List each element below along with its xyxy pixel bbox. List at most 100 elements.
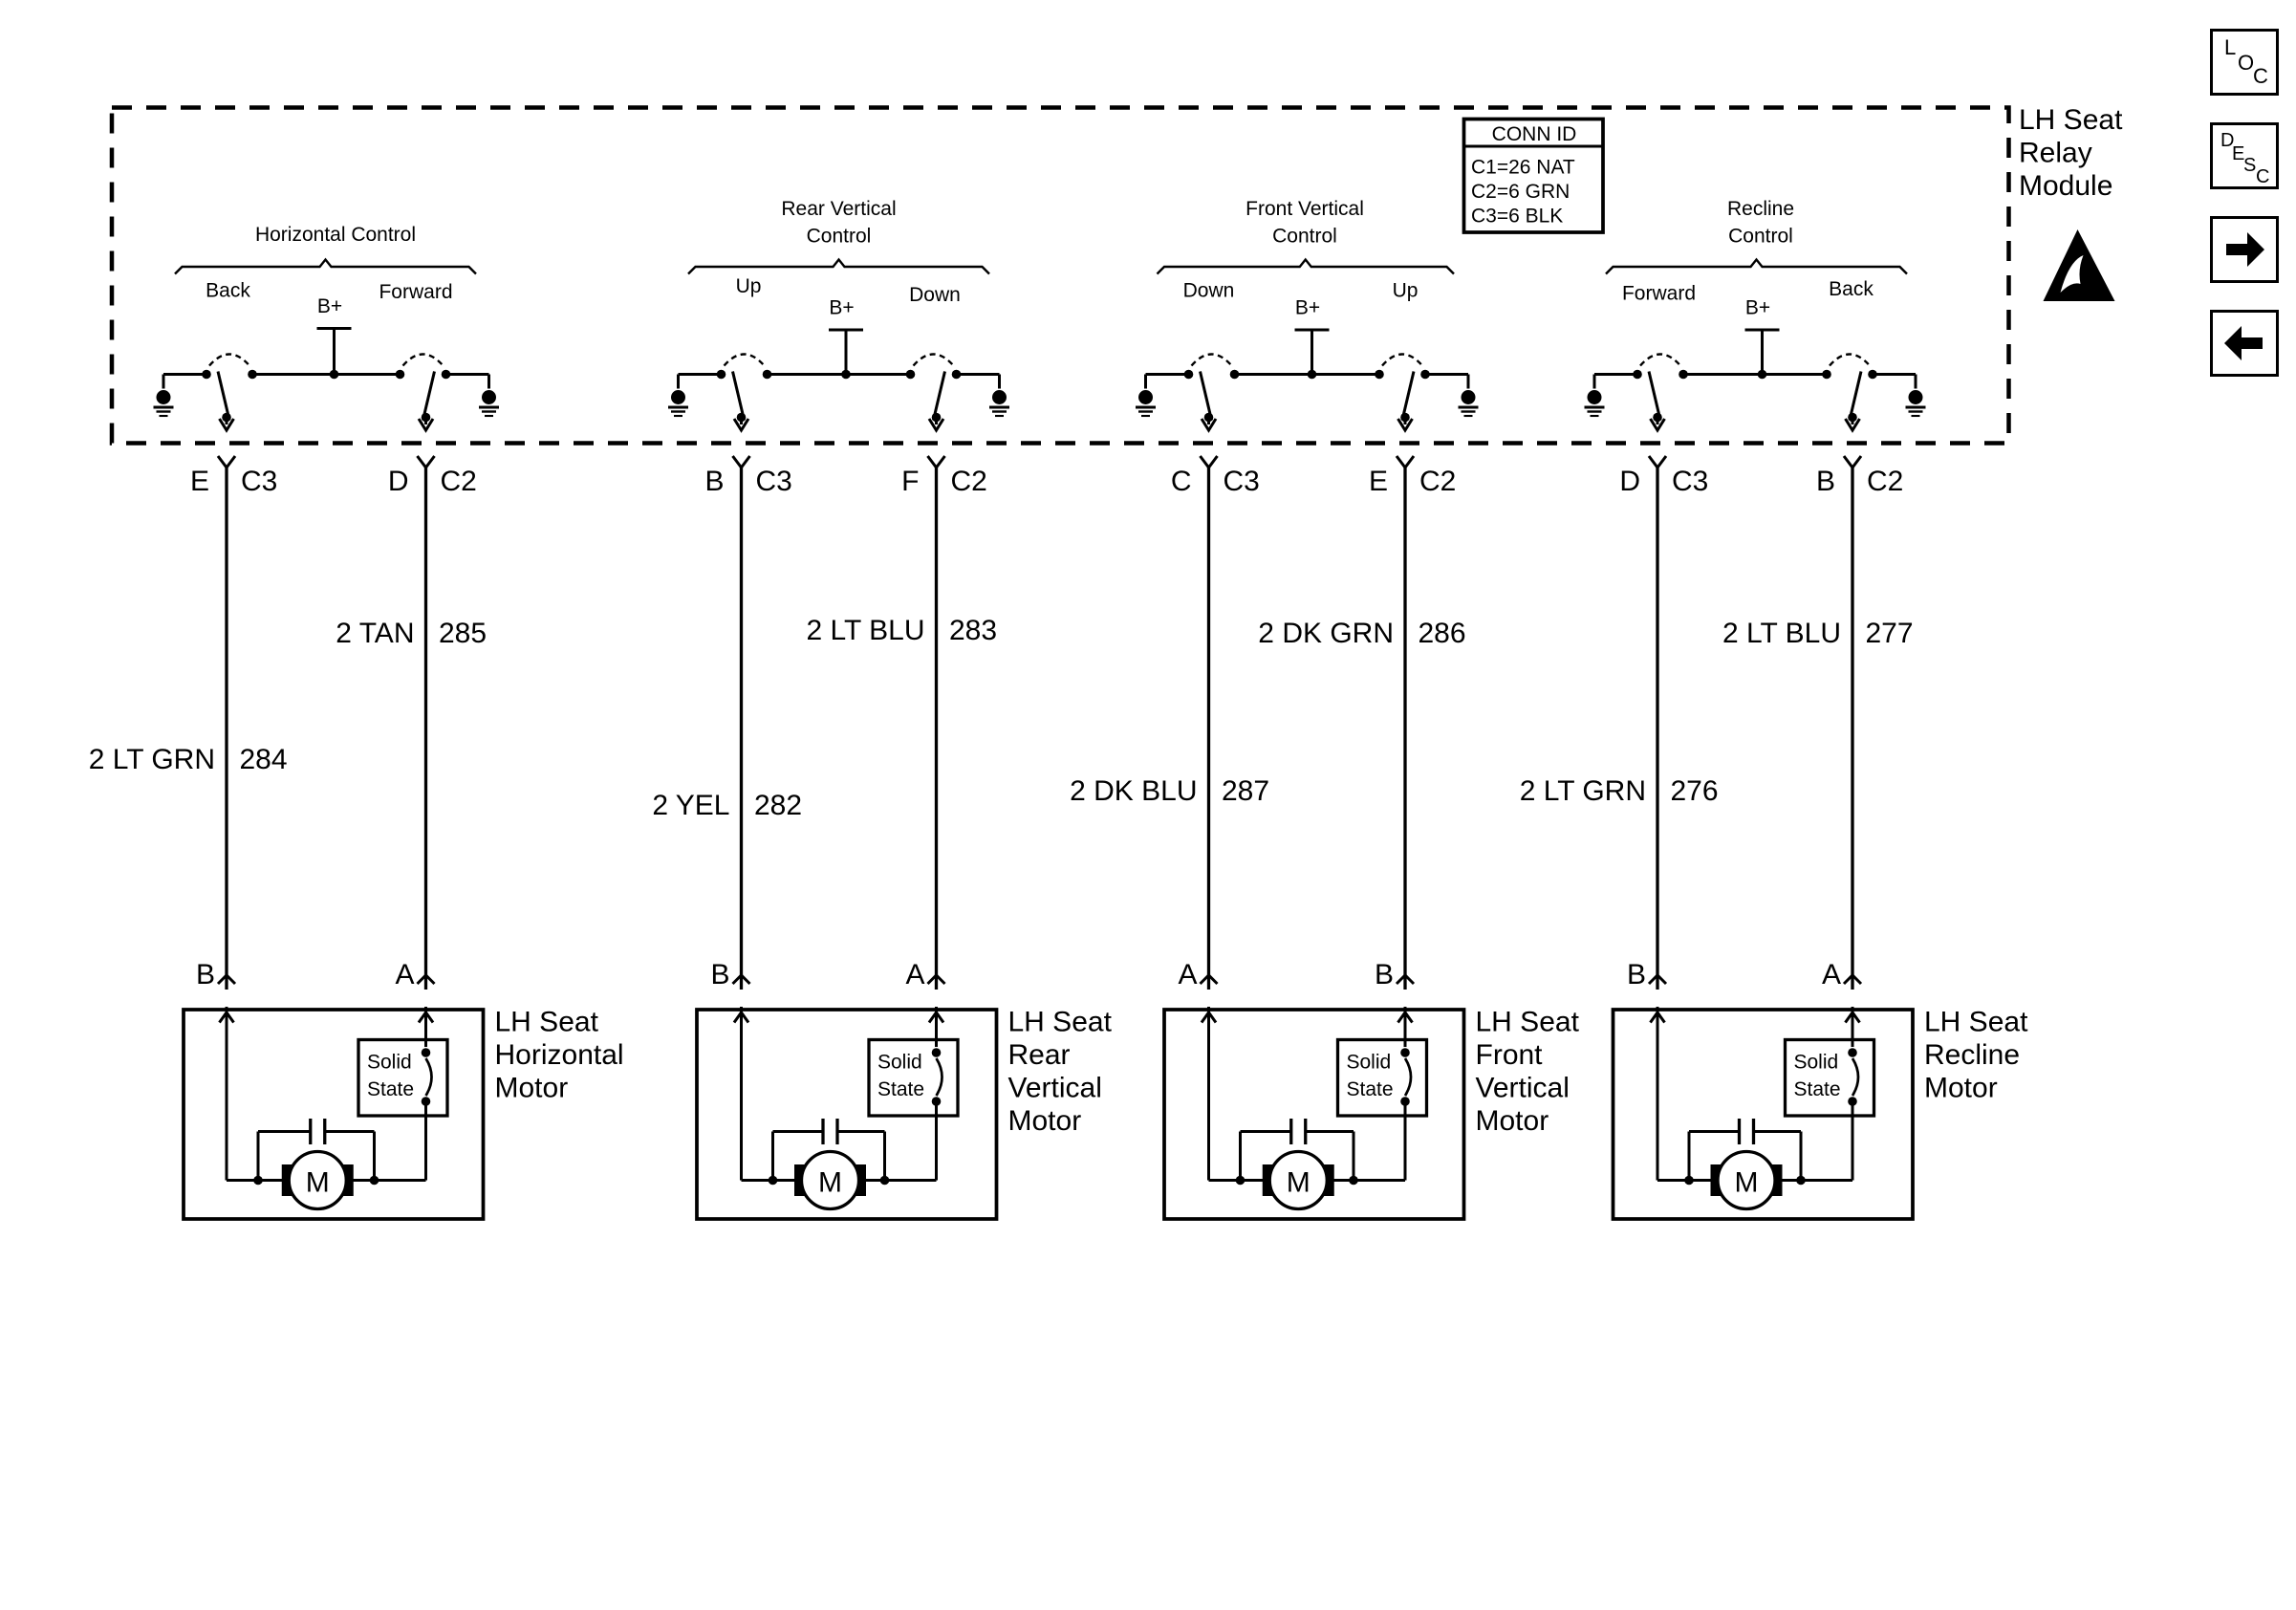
motor-internal-arrow	[218, 1010, 235, 1024]
b-plus-label: B+	[1745, 297, 1770, 319]
direction-label: Down	[909, 284, 961, 306]
connector-id-label: C2	[1867, 466, 1903, 497]
connector-symbol	[731, 455, 751, 470]
relay-arm	[932, 371, 946, 421]
relay-coil-link	[1381, 353, 1423, 367]
solid-state-label: State	[367, 1078, 414, 1100]
relay-contact	[248, 369, 257, 380]
prev-button[interactable]	[2210, 310, 2279, 377]
relay-coil-link	[1190, 353, 1233, 367]
motor-connector-symbol	[416, 972, 436, 986]
motor-box	[1162, 1008, 1466, 1221]
solid-state-contact	[1848, 1048, 1857, 1057]
motor-icon	[287, 1149, 348, 1211]
ground-icon	[482, 390, 496, 404]
motor-name-label: LH Seat	[495, 1007, 599, 1038]
motor-name-label: Front	[1476, 1039, 1544, 1071]
relay-arm	[1848, 371, 1863, 421]
next-button[interactable]	[2210, 216, 2279, 283]
wire-circuit-label: 277	[1866, 618, 1914, 649]
motor-name-label: Rear	[1008, 1039, 1071, 1071]
connector-symbol	[1647, 455, 1668, 470]
solid-state-switch	[424, 1057, 433, 1097]
relay-contact	[905, 369, 916, 380]
wire-color-label: 2 YEL	[652, 790, 729, 821]
motor-pin-label: A	[395, 959, 414, 990]
loc-letter-o: O	[2238, 51, 2254, 75]
motor-connector-symbol	[926, 972, 946, 986]
relay-arm	[1400, 371, 1416, 421]
motor-pin-label: A	[905, 959, 924, 990]
relay-contact	[1420, 369, 1430, 380]
direction-label: Back	[1829, 278, 1874, 300]
motor-name-label: Motor	[1924, 1073, 1998, 1104]
control-title: Rear Vertical	[781, 198, 896, 220]
motor-name-label: Horizontal	[495, 1039, 624, 1071]
motor-pin-label: B	[710, 959, 729, 990]
motor-internal-arrow	[1397, 1010, 1414, 1024]
desc-letter-d: D	[2220, 130, 2234, 151]
connector-id-label: C3	[1672, 466, 1708, 497]
connector-symbol	[416, 455, 436, 470]
control-title: Front Vertical	[1245, 198, 1364, 220]
motor-connector-symbol	[216, 972, 237, 986]
motor-icon	[799, 1149, 861, 1211]
motor-connector-symbol	[731, 972, 751, 986]
motor-pin-label: B	[196, 959, 215, 990]
connector-pin-label: B	[704, 466, 724, 497]
control-title: Horizontal Control	[255, 224, 416, 246]
loc-button[interactable]: L O C	[2210, 29, 2279, 96]
control-title: Control	[1272, 226, 1337, 248]
solid-state-contact	[1400, 1048, 1410, 1057]
solid-state-label: Solid	[1347, 1052, 1392, 1074]
relay-contact	[1822, 369, 1831, 380]
control-title: Control	[1728, 226, 1793, 248]
solid-state-label: State	[877, 1078, 924, 1100]
relay-contact	[395, 369, 405, 380]
wire-circuit-label: 287	[1222, 775, 1269, 807]
wire-color-label: 2 LT BLU	[1722, 618, 1841, 649]
module-name-label: Module	[2019, 170, 2112, 202]
motor-name-label: Recline	[1924, 1039, 2020, 1071]
connector-id-label: C2	[951, 466, 987, 497]
connector-pin-label: E	[190, 466, 209, 497]
connector-pin-label: C	[1171, 466, 1192, 497]
direction-label: Forward	[1622, 283, 1696, 305]
motor-pin-label: B	[1627, 959, 1646, 990]
wire-circuit-label: 276	[1671, 775, 1719, 807]
connector-pin-label: F	[901, 466, 919, 497]
relay-contact	[202, 369, 211, 380]
relay-contact	[1229, 369, 1240, 380]
connector-id-label: C3	[241, 466, 277, 497]
desc-button[interactable]: D E S C	[2210, 122, 2279, 189]
relay-pivot	[736, 412, 747, 423]
motor-connector-symbol	[1199, 972, 1219, 986]
wire-color-label: 2 LT GRN	[89, 744, 215, 775]
connector-pin-label: E	[1369, 466, 1388, 497]
relay-contact	[1633, 369, 1642, 380]
motor-pin-label: B	[1375, 959, 1394, 990]
relay-output-arrow	[927, 418, 945, 433]
motor-name-label: LH Seat	[1008, 1007, 1113, 1038]
conn-id-line: C1=26 NAT	[1471, 157, 1575, 179]
relay-contact	[441, 369, 451, 380]
ground-icon	[992, 390, 1007, 404]
arrow-left-icon	[2224, 326, 2263, 360]
motor-name-label: Vertical	[1476, 1073, 1570, 1104]
relay-coil-link	[723, 353, 766, 367]
connector-id-label: C2	[441, 466, 477, 497]
wire-color-label: 2 LT GRN	[1520, 775, 1646, 807]
motor-name-label: LH Seat	[1924, 1007, 2028, 1038]
solid-state-label: State	[1347, 1078, 1394, 1100]
control-brace	[1156, 257, 1455, 275]
loc-letter-c: C	[2253, 64, 2268, 88]
wire-circuit-label: 284	[240, 744, 288, 775]
relay-arm	[216, 371, 231, 421]
motor-pin-label: A	[1178, 959, 1197, 990]
motor-internal-arrow	[927, 1010, 945, 1024]
wire-color-label: 2 DK BLU	[1070, 775, 1197, 807]
motor-connector-symbol	[1647, 972, 1668, 986]
relay-pivot	[1400, 412, 1410, 423]
motor-symbol-label: M	[1287, 1167, 1310, 1199]
